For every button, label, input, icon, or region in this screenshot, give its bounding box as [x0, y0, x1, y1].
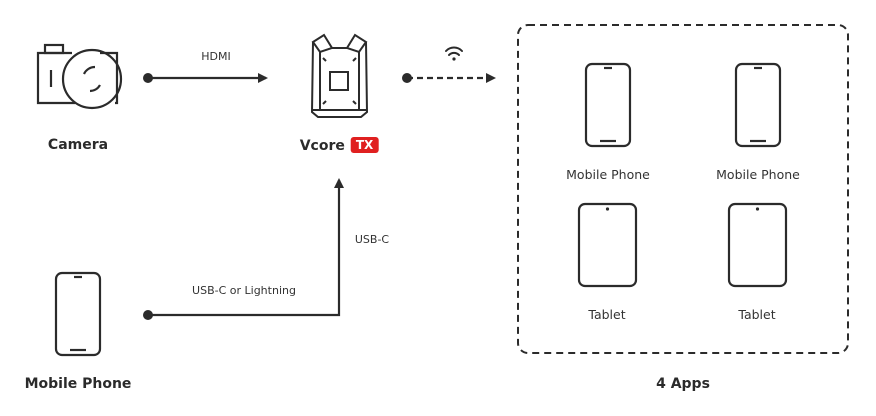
device-label: Mobile Phone	[716, 167, 800, 182]
vcore-transmitter-icon	[310, 33, 369, 118]
apps-group-box	[517, 24, 849, 354]
usb-c-label: USB-C	[354, 233, 390, 246]
vcore-label: Vcore TX	[300, 137, 379, 154]
wifi-icon	[445, 46, 463, 61]
usb-c-or-lightning-label: USB-C or Lightning	[192, 284, 296, 297]
apps-group-label: 4 Apps	[656, 376, 710, 392]
mobile-phone-icon	[584, 62, 632, 148]
vcore-name: Vcore	[299, 138, 345, 154]
device-label: Tablet	[588, 307, 626, 322]
mobile-phone-icon	[734, 62, 782, 148]
tx-badge: TX	[350, 137, 379, 153]
usb-connector	[143, 178, 344, 320]
tablet-icon	[577, 202, 638, 288]
tablet-icon	[727, 202, 788, 288]
wireless-connector	[402, 73, 496, 83]
camera-label: Camera	[47, 137, 109, 153]
mobile-phone-icon	[54, 271, 102, 357]
device-label: Tablet	[738, 307, 776, 322]
camera-icon	[36, 43, 123, 110]
hdmi-label: HDMI	[201, 50, 231, 63]
mobile-phone-source-label: Mobile Phone	[24, 376, 132, 392]
device-label: Mobile Phone	[566, 167, 650, 182]
hdmi-connector	[143, 73, 268, 83]
